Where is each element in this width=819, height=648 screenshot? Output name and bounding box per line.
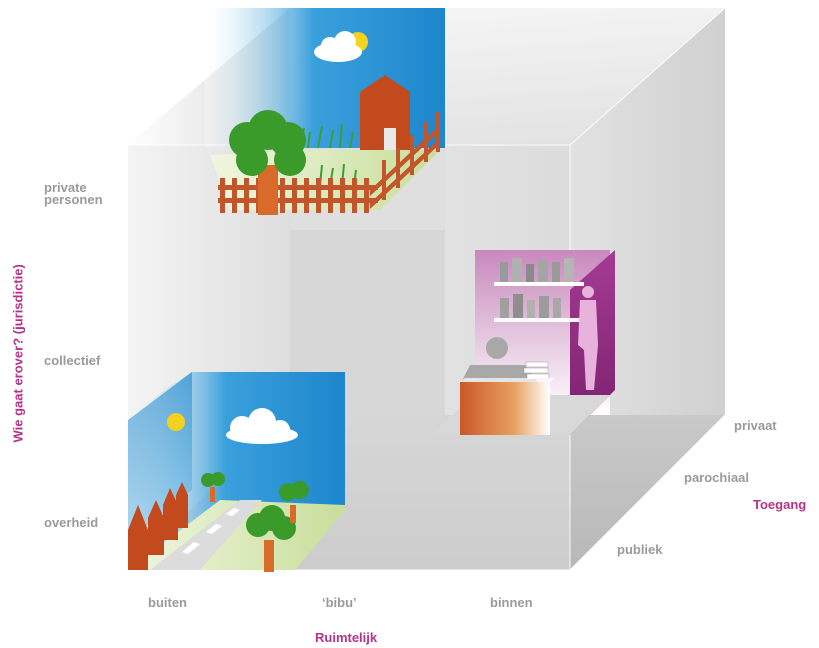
- z-level-privaat: privaat: [734, 419, 777, 432]
- x-level-buiten: buiten: [148, 596, 187, 609]
- books-icon: [524, 362, 549, 379]
- y-level-private-personen: private personen: [44, 182, 124, 206]
- x-axis-title: Ruimtelijk: [315, 631, 377, 644]
- sun-icon: [167, 413, 185, 431]
- z-level-parochiaal: parochiaal: [684, 471, 749, 484]
- y-axis-title: Wie gaat erover? (jurisdictie): [12, 273, 25, 443]
- desk-icon: [460, 382, 550, 435]
- street-scene: [128, 372, 345, 572]
- x-level-bibu: ‘bibu’: [322, 596, 357, 609]
- z-level-publiek: publiek: [617, 543, 663, 556]
- y-level-collectief: collectief: [44, 354, 100, 367]
- x-level-binnen: binnen: [490, 596, 533, 609]
- y-level-overheid: overheid: [44, 516, 98, 529]
- z-axis-title: Toegang: [753, 498, 806, 511]
